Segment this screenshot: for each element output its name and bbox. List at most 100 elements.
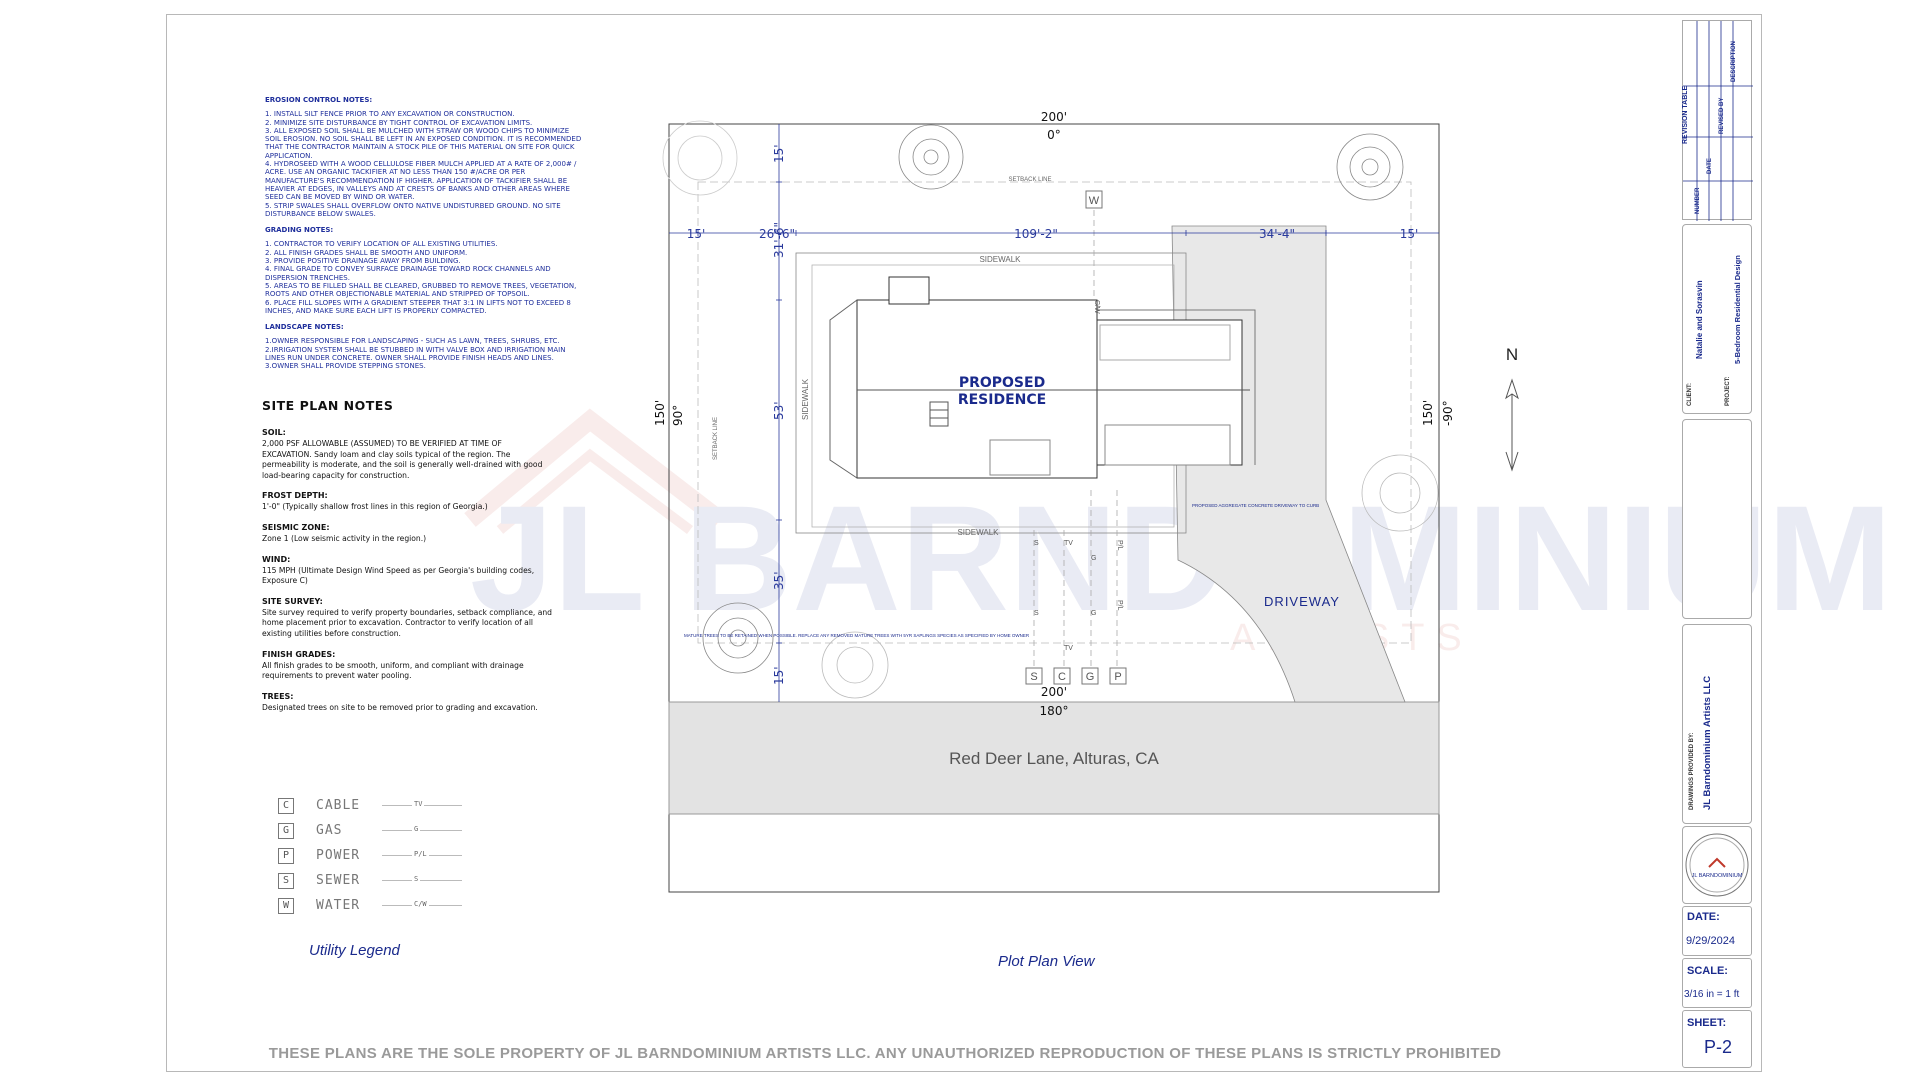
legend-row-sewer: S SEWER S: [278, 868, 478, 893]
client-project-box: [1682, 224, 1752, 414]
site-note-title: WIND:: [262, 554, 291, 564]
dim-right-setback: 15': [1400, 227, 1419, 241]
legend-name: GAS: [316, 823, 343, 838]
street-name: Red Deer Lane, Alturas, CA: [949, 749, 1159, 768]
landscape-notes-list: 1.OWNER RESPONSIBLE FOR LANDSCAPING - SU…: [265, 337, 585, 370]
residence-label-2: RESIDENCE: [958, 392, 1046, 408]
client-label: CLIENT:: [1687, 383, 1693, 406]
svg-text:C/W: C/W: [1093, 300, 1100, 314]
scale-value: 3/16 in = 1 ft: [1684, 989, 1740, 1000]
site-note-title: FROST DEPTH:: [262, 491, 328, 501]
landscape-note: 2.IRRIGATION SYSTEM SHALL BE STUBBED IN …: [265, 345, 566, 363]
landscape-notes-title: LANDSCAPE NOTES:: [265, 323, 344, 332]
legend-code: C/W: [412, 900, 429, 908]
grading-notes-title: GRADING NOTES:: [265, 226, 334, 235]
legend-symbol: C: [278, 797, 294, 814]
site-note-title: TREES:: [262, 691, 294, 701]
site-note-title: FINISH GRADES:: [262, 649, 336, 659]
water-meter-box: [1085, 190, 1103, 209]
tree-symbol: [1336, 133, 1404, 201]
general-notes: EROSION CONTROL NOTES: 1. INSTALL SILT F…: [265, 96, 585, 379]
svg-text:N: N: [1506, 345, 1518, 364]
landscape-note: 1.OWNER RESPONSIBLE FOR LANDSCAPING - SU…: [265, 337, 560, 346]
site-note-body: 2,000 PSF ALLOWABLE (ASSUMED) TO BE VERI…: [262, 439, 543, 480]
setback-line-label-top: SETBACK LINE: [1008, 177, 1051, 183]
blank-box: [1682, 419, 1752, 619]
tree-note: MATURE TREES TO BE RETAINED WHEN POSSIBL…: [684, 633, 1030, 638]
legend-code: P/L: [412, 850, 429, 858]
landscape-note: 3.OWNER SHALL PROVIDE STEPPING STONES.: [265, 362, 426, 371]
logo-text: JL BARNDOMINIUM: [1692, 873, 1743, 879]
utility-lines: [1033, 200, 1118, 670]
residence-footprint: [829, 276, 1256, 479]
legend-symbol: W: [278, 897, 294, 914]
legend-name: SEWER: [316, 873, 361, 888]
legend-name: WATER: [316, 898, 361, 913]
utility-connection-boxes: S C G P: [1025, 667, 1127, 685]
scale-label: SCALE:: [1687, 965, 1728, 977]
svg-text:P/L: P/L: [1116, 540, 1123, 551]
svg-text:P: P: [1114, 671, 1121, 683]
legend-symbol: G: [278, 822, 294, 839]
erosion-notes-list: 1. INSTALL SILT FENCE PRIOR TO ANY EXCAV…: [265, 110, 585, 218]
sidewalk-label-bottom: SIDEWALK: [957, 528, 999, 537]
logo-box: JL BARNDOMINIUM: [1682, 826, 1752, 904]
road: [668, 701, 1440, 815]
driveway-label: DRIVEWAY: [1264, 594, 1340, 609]
site-note-body: 1'-0" (Typically shallow frost lines in …: [262, 502, 488, 512]
revision-col-number: NUMBER: [1695, 187, 1701, 214]
erosion-note: 5. STRIP SWALES SHALL OVERFLOW ONTO NATI…: [265, 201, 561, 218]
legend-line: TV: [382, 800, 462, 808]
client-name: Natalie and Sorasvin: [1695, 280, 1704, 359]
setback-line-label-left: SETBACK LINE: [713, 417, 719, 460]
legend-symbol: S: [278, 872, 294, 889]
company-logo: JL BARNDOMINIUM: [1685, 833, 1749, 897]
grading-note: 6. PLACE FILL SLOPES WITH A GRADIENT STE…: [265, 298, 571, 315]
top-angle: 0°: [1047, 128, 1061, 142]
svg-text:G: G: [1091, 610, 1096, 617]
site-plan-notes: SITE PLAN NOTES SOIL: 2,000 PSF ALLOWABL…: [262, 398, 552, 723]
grading-notes-list: 1. CONTRACTOR TO VERIFY LOCATION OF ALL …: [265, 240, 585, 315]
site-note-grades: FINISH GRADES: All finish grades to be s…: [262, 650, 552, 682]
provider-name: JL Barndominium Artists LLC: [1702, 675, 1713, 810]
revision-col-revised-by: REVISED BY: [1719, 97, 1725, 134]
driveway-note: PROPOSED AGGREGATE CONCRETE DRIVEWAY TO …: [1192, 503, 1319, 508]
legend-line: C/W: [382, 900, 462, 908]
legend-name: POWER: [316, 848, 361, 863]
residence-label-1: PROPOSED: [959, 375, 1045, 391]
ownership-disclaimer: THESE PLANS ARE THE SOLE PROPERTY OF JL …: [268, 1045, 1502, 1062]
provided-by-label: DRAWINGS PROVIDED BY:: [1689, 732, 1695, 810]
site-note-body: Designated trees on site to be removed p…: [262, 702, 538, 712]
utility-legend: C CABLE TV G GAS G P POWER P/L S SEWER S…: [278, 793, 478, 918]
right-dimension: 150': [1421, 400, 1435, 426]
provider-box: [1682, 624, 1752, 824]
revision-table-grid: [1683, 21, 1753, 221]
dim-bottom-15: 15': [772, 666, 786, 685]
dim-53: 53': [772, 401, 786, 420]
revision-col-date: DATE: [1707, 158, 1713, 174]
utility-legend-caption: Utility Legend: [309, 942, 400, 959]
legend-line: G: [382, 825, 462, 833]
site-note-survey: SITE SURVEY: Site survey required to ver…: [262, 597, 552, 640]
sheet-number: P-2: [1703, 1037, 1732, 1057]
legend-line: P/L: [382, 850, 462, 858]
legend-code: G: [412, 825, 421, 833]
legend-code: TV: [412, 800, 425, 808]
dimension-labels: 200' 0° 180° 200' 150' 90° 150' -90°: [653, 110, 1455, 718]
left-angle: 90°: [671, 405, 685, 426]
site-note-seismic: SEISMIC ZONE: Zone 1 (Low seismic activi…: [262, 523, 552, 545]
revision-col-description: DESCRIPTION: [1731, 40, 1737, 82]
erosion-note: 4. HYDROSEED WITH A WOOD CELLULOSE FIBER…: [265, 160, 577, 202]
sheet-box: SHEET: P-2: [1682, 1010, 1752, 1068]
trees: [662, 120, 1439, 699]
left-dimension: 150': [653, 400, 667, 426]
svg-text:G: G: [1091, 555, 1096, 562]
date-value: 9/29/2024: [1686, 935, 1735, 947]
sidewalk-label-top: SIDEWALK: [979, 255, 1021, 264]
property-boundary: [668, 123, 1440, 893]
dim-left-setback: 15': [687, 227, 706, 241]
date-box: DATE: 9/29/2024: [1682, 906, 1752, 956]
dim-35: 35': [772, 571, 786, 590]
project-name: 5-Bedroom Residential Design: [1733, 255, 1742, 364]
